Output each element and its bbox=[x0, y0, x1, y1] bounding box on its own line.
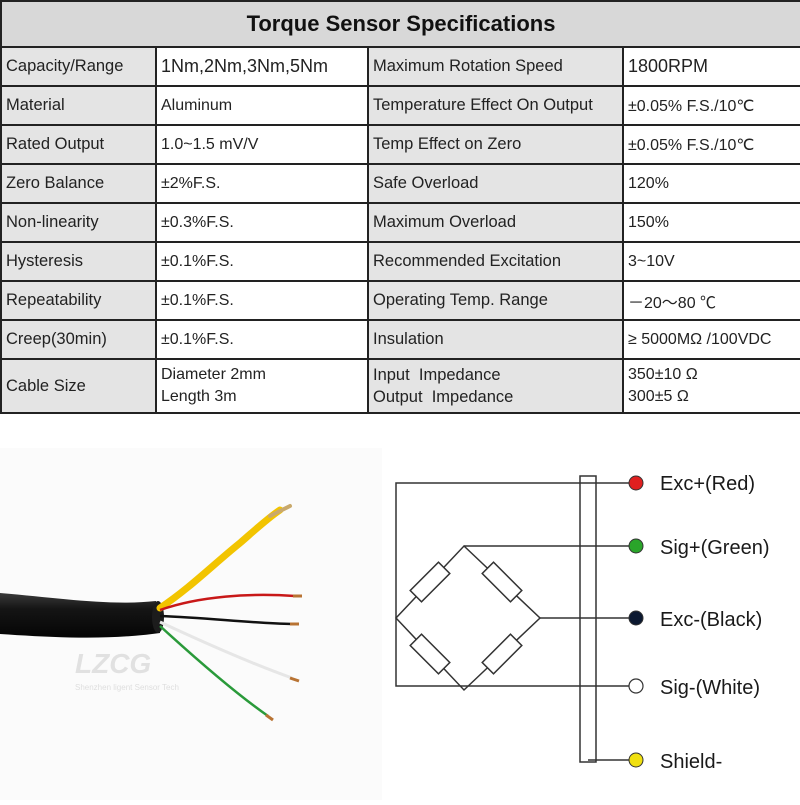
wire-red bbox=[159, 593, 296, 612]
spec-label: Hysteresis bbox=[0, 241, 157, 282]
wiring-diagram: Exc+(Red) Sig+(Green) Exc-(Black) Sig-(W… bbox=[382, 448, 800, 800]
spec-value: Aluminum bbox=[155, 85, 369, 126]
wire-tip-yellow bbox=[268, 504, 292, 518]
spec-value: ≥ 5000MΩ /100VDC bbox=[621, 319, 800, 360]
spec-value: －20～80 ℃ bbox=[621, 280, 800, 321]
watermark-tagline: Shenzhen ligent Sensor Tech bbox=[75, 683, 179, 692]
spec-value: 1Nm,2Nm,3Nm,5Nm bbox=[155, 46, 369, 87]
resistor-top-left bbox=[409, 561, 451, 603]
terminal-label-sig-plus: Sig+(Green) bbox=[660, 537, 770, 559]
bridge-outline bbox=[394, 544, 542, 692]
wire-green bbox=[159, 625, 269, 718]
terminal-label-sig-minus: Sig-(White) bbox=[660, 677, 760, 699]
spec-label: Input Impedance Output Impedance bbox=[367, 358, 624, 414]
cable-illustration: LZCG Shenzhen ligent Sensor Tech bbox=[0, 504, 302, 722]
spec-label: Insulation bbox=[367, 319, 624, 360]
terminal-label-shield: Shield- bbox=[660, 751, 722, 773]
spec-row: Rated Output 1.0~1.5 mV/V Temp Effect on… bbox=[0, 124, 800, 165]
terminal-dot-exc-plus bbox=[628, 475, 644, 491]
spec-value: 150% bbox=[621, 202, 800, 243]
spec-label: Safe Overload bbox=[367, 163, 624, 204]
spec-label: Creep(30min) bbox=[0, 319, 157, 360]
cable-photo: LZCG Shenzhen ligent Sensor Tech bbox=[0, 448, 382, 800]
resistor-bottom-left bbox=[409, 633, 451, 675]
spec-value: ±0.1%F.S. bbox=[155, 280, 369, 321]
spec-row-cable: Cable Size Diameter 2mm Length 3m Input … bbox=[0, 358, 800, 414]
spec-row: Capacity/Range 1Nm,2Nm,3Nm,5Nm Maximum R… bbox=[0, 46, 800, 87]
spec-value: 1800RPM bbox=[621, 46, 800, 87]
wire-white bbox=[159, 620, 293, 680]
exc-plus-line bbox=[395, 482, 632, 636]
spec-value: ±0.3%F.S. bbox=[155, 202, 369, 243]
spec-row: Material Aluminum Temperature Effect On … bbox=[0, 85, 800, 126]
sig-minus-line bbox=[395, 636, 632, 687]
terminal-label-exc-plus: Exc+(Red) bbox=[660, 473, 755, 495]
bottom-section: LZCG Shenzhen ligent Sensor Tech bbox=[0, 448, 800, 800]
output-impedance-label: Output Impedance bbox=[373, 388, 514, 406]
spec-label: Capacity/Range bbox=[0, 46, 157, 87]
wire-tip-green bbox=[265, 713, 274, 722]
cable-diameter: Diameter 2mm bbox=[161, 366, 266, 383]
spec-value: ±0.05% F.S./10℃ bbox=[621, 124, 800, 165]
spec-label: Rated Output bbox=[0, 124, 157, 165]
cable-length: Length 3m bbox=[161, 388, 237, 405]
spec-value: ±0.1%F.S. bbox=[155, 241, 369, 282]
input-impedance-label: Input Impedance bbox=[373, 366, 501, 384]
spec-value: 120% bbox=[621, 163, 800, 204]
wire-yellow bbox=[156, 506, 284, 612]
cable-bus bbox=[579, 475, 597, 763]
terminal-dot-shield bbox=[628, 752, 644, 768]
terminal-dot-sig-plus bbox=[628, 538, 644, 554]
spec-value: 3~10V bbox=[621, 241, 800, 282]
spec-row: Zero Balance ±2%F.S. Safe Overload 120% bbox=[0, 163, 800, 204]
spec-row: Hysteresis ±0.1%F.S. Recommended Excitat… bbox=[0, 241, 800, 282]
terminal-dot-exc-minus bbox=[628, 610, 644, 626]
bridge-diagram: Exc+(Red) Sig+(Green) Exc-(Black) Sig-(W… bbox=[394, 473, 770, 773]
wire-tip-white bbox=[289, 676, 300, 683]
table-title: Torque Sensor Specifications bbox=[0, 0, 800, 48]
input-impedance-value: 350±10 Ω bbox=[628, 366, 698, 383]
spec-label: Maximum Overload bbox=[367, 202, 624, 243]
spec-label: Recommended Excitation bbox=[367, 241, 624, 282]
spec-label: Zero Balance bbox=[0, 163, 157, 204]
spec-value: Diameter 2mm Length 3m bbox=[155, 358, 369, 414]
cable-jacket bbox=[0, 593, 160, 638]
spec-row: Non-linearity ±0.3%F.S. Maximum Overload… bbox=[0, 202, 800, 243]
spec-table: Torque Sensor Specifications Capacity/Ra… bbox=[0, 0, 800, 414]
spec-label: Operating Temp. Range bbox=[367, 280, 624, 321]
spec-value: ±0.1%F.S. bbox=[155, 319, 369, 360]
spec-label: Material bbox=[0, 85, 157, 126]
resistor-bottom-right bbox=[481, 633, 523, 675]
spec-value: ±2%F.S. bbox=[155, 163, 369, 204]
spec-label: Repeatability bbox=[0, 280, 157, 321]
spec-value: 1.0~1.5 mV/V bbox=[155, 124, 369, 165]
watermark-logo: LZCG bbox=[75, 648, 151, 679]
spec-label: Non-linearity bbox=[0, 202, 157, 243]
spec-label: Temperature Effect On Output bbox=[367, 85, 624, 126]
spec-value: ±0.05% F.S./10℃ bbox=[621, 85, 800, 126]
spec-label: Maximum Rotation Speed bbox=[367, 46, 624, 87]
spec-label: Temp Effect on Zero bbox=[367, 124, 624, 165]
spec-row: Creep(30min) ±0.1%F.S. Insulation ≥ 5000… bbox=[0, 319, 800, 360]
output-impedance-value: 300±5 Ω bbox=[628, 388, 689, 405]
spec-label: Cable Size bbox=[0, 358, 157, 414]
wire-black bbox=[159, 614, 293, 626]
terminal-label-exc-minus: Exc-(Black) bbox=[660, 609, 762, 631]
resistor-top-right bbox=[481, 561, 523, 603]
spec-row: Repeatability ±0.1%F.S. Operating Temp. … bbox=[0, 280, 800, 321]
terminal-dot-sig-minus bbox=[628, 678, 644, 694]
spec-value: 350±10 Ω 300±5 Ω bbox=[621, 358, 800, 414]
